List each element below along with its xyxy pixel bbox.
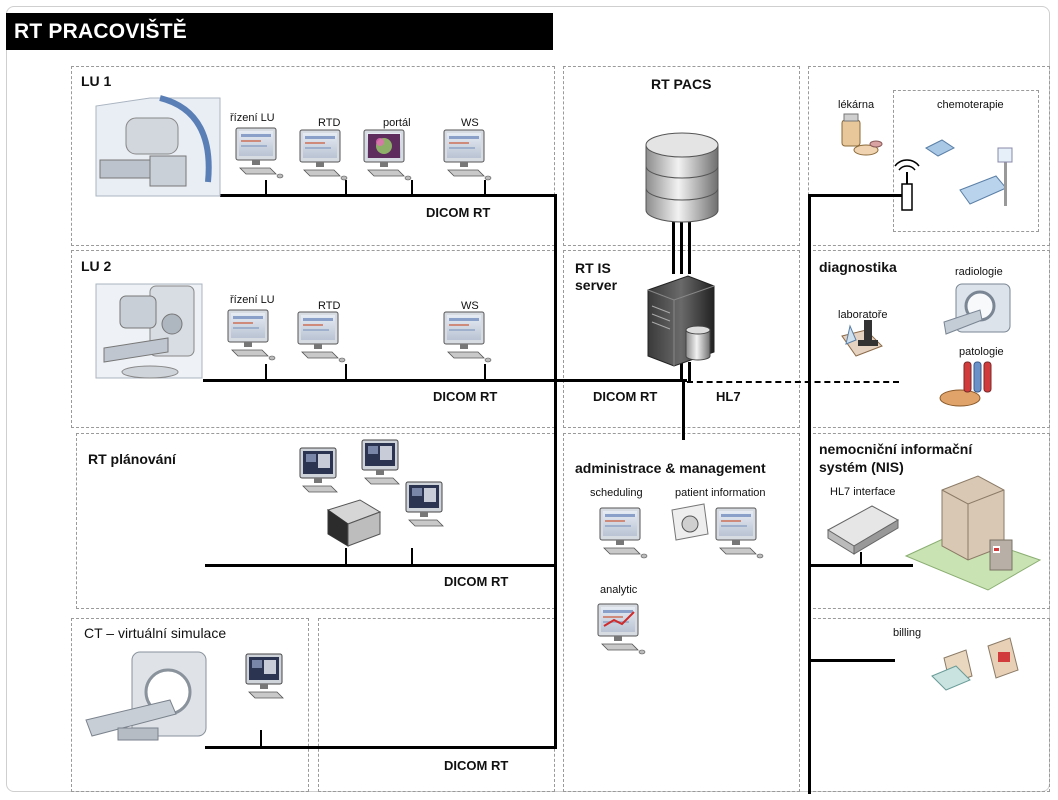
drop	[345, 180, 347, 196]
computer-icon	[361, 439, 400, 485]
labs-label: laboratoře	[838, 309, 888, 321]
chemo-label: chemoterapie	[937, 99, 1004, 111]
lu2-device-label: řízení LU	[230, 294, 275, 306]
lu2-title: LU 2	[81, 258, 112, 274]
diagnostics-title: diagnostika	[819, 259, 897, 275]
drop	[484, 180, 486, 196]
pathology-icon	[939, 361, 992, 407]
lu2-device-label: RTD	[318, 300, 341, 312]
bus-lu2	[203, 379, 687, 382]
pacs-title: RT PACS	[651, 76, 712, 92]
drop	[265, 180, 267, 196]
bus-pharmacy	[808, 194, 908, 197]
ct-scanner-icon	[85, 651, 207, 741]
pharmacy-icon	[841, 113, 883, 156]
printer-icon	[326, 499, 382, 547]
server-hl7-label: HL7	[716, 389, 741, 404]
bus-server-down	[680, 362, 683, 382]
camera-icon	[671, 503, 709, 541]
planning-title: RT plánování	[88, 451, 176, 467]
linac-icon	[95, 95, 221, 197]
lu1-title: LU 1	[81, 73, 112, 89]
computer-icon	[599, 507, 648, 559]
chemo-chair-icon	[925, 139, 1013, 206]
drop	[411, 548, 413, 566]
ct-title: CT – virtuální simulace	[84, 625, 227, 641]
region-pharmacy	[808, 66, 1050, 246]
admin-patient-info: patient information	[675, 487, 766, 499]
bus-admin	[682, 380, 685, 440]
bus-billing	[808, 659, 895, 662]
planning-bus-label: DICOM RT	[444, 574, 509, 589]
bus-planning	[205, 564, 557, 567]
admin-analytic: analytic	[600, 584, 638, 596]
drop	[860, 552, 862, 566]
lu1-device-label: RTD	[318, 117, 341, 129]
computer-icon	[443, 311, 492, 363]
hl7-link	[687, 381, 899, 383]
server-title-1: RT IS	[575, 260, 611, 276]
admin-title: administrace & management	[575, 460, 766, 476]
computer-icon	[245, 653, 284, 699]
lu1-device-label: řízení LU	[230, 112, 275, 124]
laboratory-icon	[841, 320, 883, 357]
hospital-icon	[904, 475, 1042, 591]
server-title-2: server	[575, 277, 618, 293]
drop	[265, 364, 267, 380]
computer-icon	[443, 129, 492, 181]
analytics-monitor-icon	[597, 603, 646, 655]
bus-lu1	[220, 194, 557, 197]
wireless-antenna-icon	[894, 159, 920, 211]
drop	[345, 548, 347, 566]
computer-icon	[299, 447, 338, 493]
region-lu1	[71, 66, 555, 246]
hl7-interface-switch-icon	[827, 505, 900, 555]
bus-ct	[205, 746, 557, 749]
page-title: RT PRACOVIŠTĚ	[6, 13, 553, 50]
bus-server-down	[688, 362, 691, 382]
computer-icon	[405, 481, 444, 527]
drop	[260, 730, 262, 748]
computer-icon	[227, 309, 276, 361]
lu2-bus-label: DICOM RT	[433, 389, 498, 404]
bus-pacs-link	[688, 220, 691, 274]
region-ct	[71, 618, 309, 792]
bus-backbone	[554, 194, 557, 749]
bus-right-backbone	[808, 194, 811, 794]
region-admin	[563, 433, 800, 792]
portal-monitor-icon	[363, 129, 412, 181]
drop	[484, 364, 486, 380]
server-icon	[647, 275, 715, 367]
lu1-bus-label: DICOM RT	[426, 205, 491, 220]
lu1-device-label: WS	[461, 117, 479, 129]
admin-scheduling: scheduling	[590, 487, 643, 499]
billing-label: billing	[893, 627, 922, 639]
bus-pacs-link	[672, 220, 675, 274]
billing-documents-icon	[931, 637, 1019, 691]
computer-icon	[299, 129, 348, 181]
drop	[345, 364, 347, 380]
ct-bus-label: DICOM RT	[444, 758, 509, 773]
radiology-label: radiologie	[955, 266, 1003, 278]
computer-icon	[715, 507, 764, 559]
nis-title-1: nemocniční informační	[819, 441, 973, 457]
hl7-interface-label: HL7 interface	[830, 486, 896, 498]
pathology-label: patologie	[959, 346, 1004, 358]
region-chemo	[893, 90, 1039, 232]
drop	[411, 180, 413, 196]
database-icon	[645, 132, 719, 223]
server-dicom-label: DICOM RT	[593, 389, 658, 404]
computer-icon	[297, 311, 346, 363]
lu2-device-label: WS	[461, 300, 479, 312]
pharmacy-label: lékárna	[838, 99, 875, 111]
lu1-device-label: portál	[383, 117, 411, 129]
bus-pacs-link	[680, 220, 683, 274]
mri-icon	[943, 283, 1011, 335]
computer-icon	[235, 127, 284, 179]
nis-title-2: systém (NIS)	[819, 459, 904, 475]
linac-icon	[95, 283, 203, 379]
